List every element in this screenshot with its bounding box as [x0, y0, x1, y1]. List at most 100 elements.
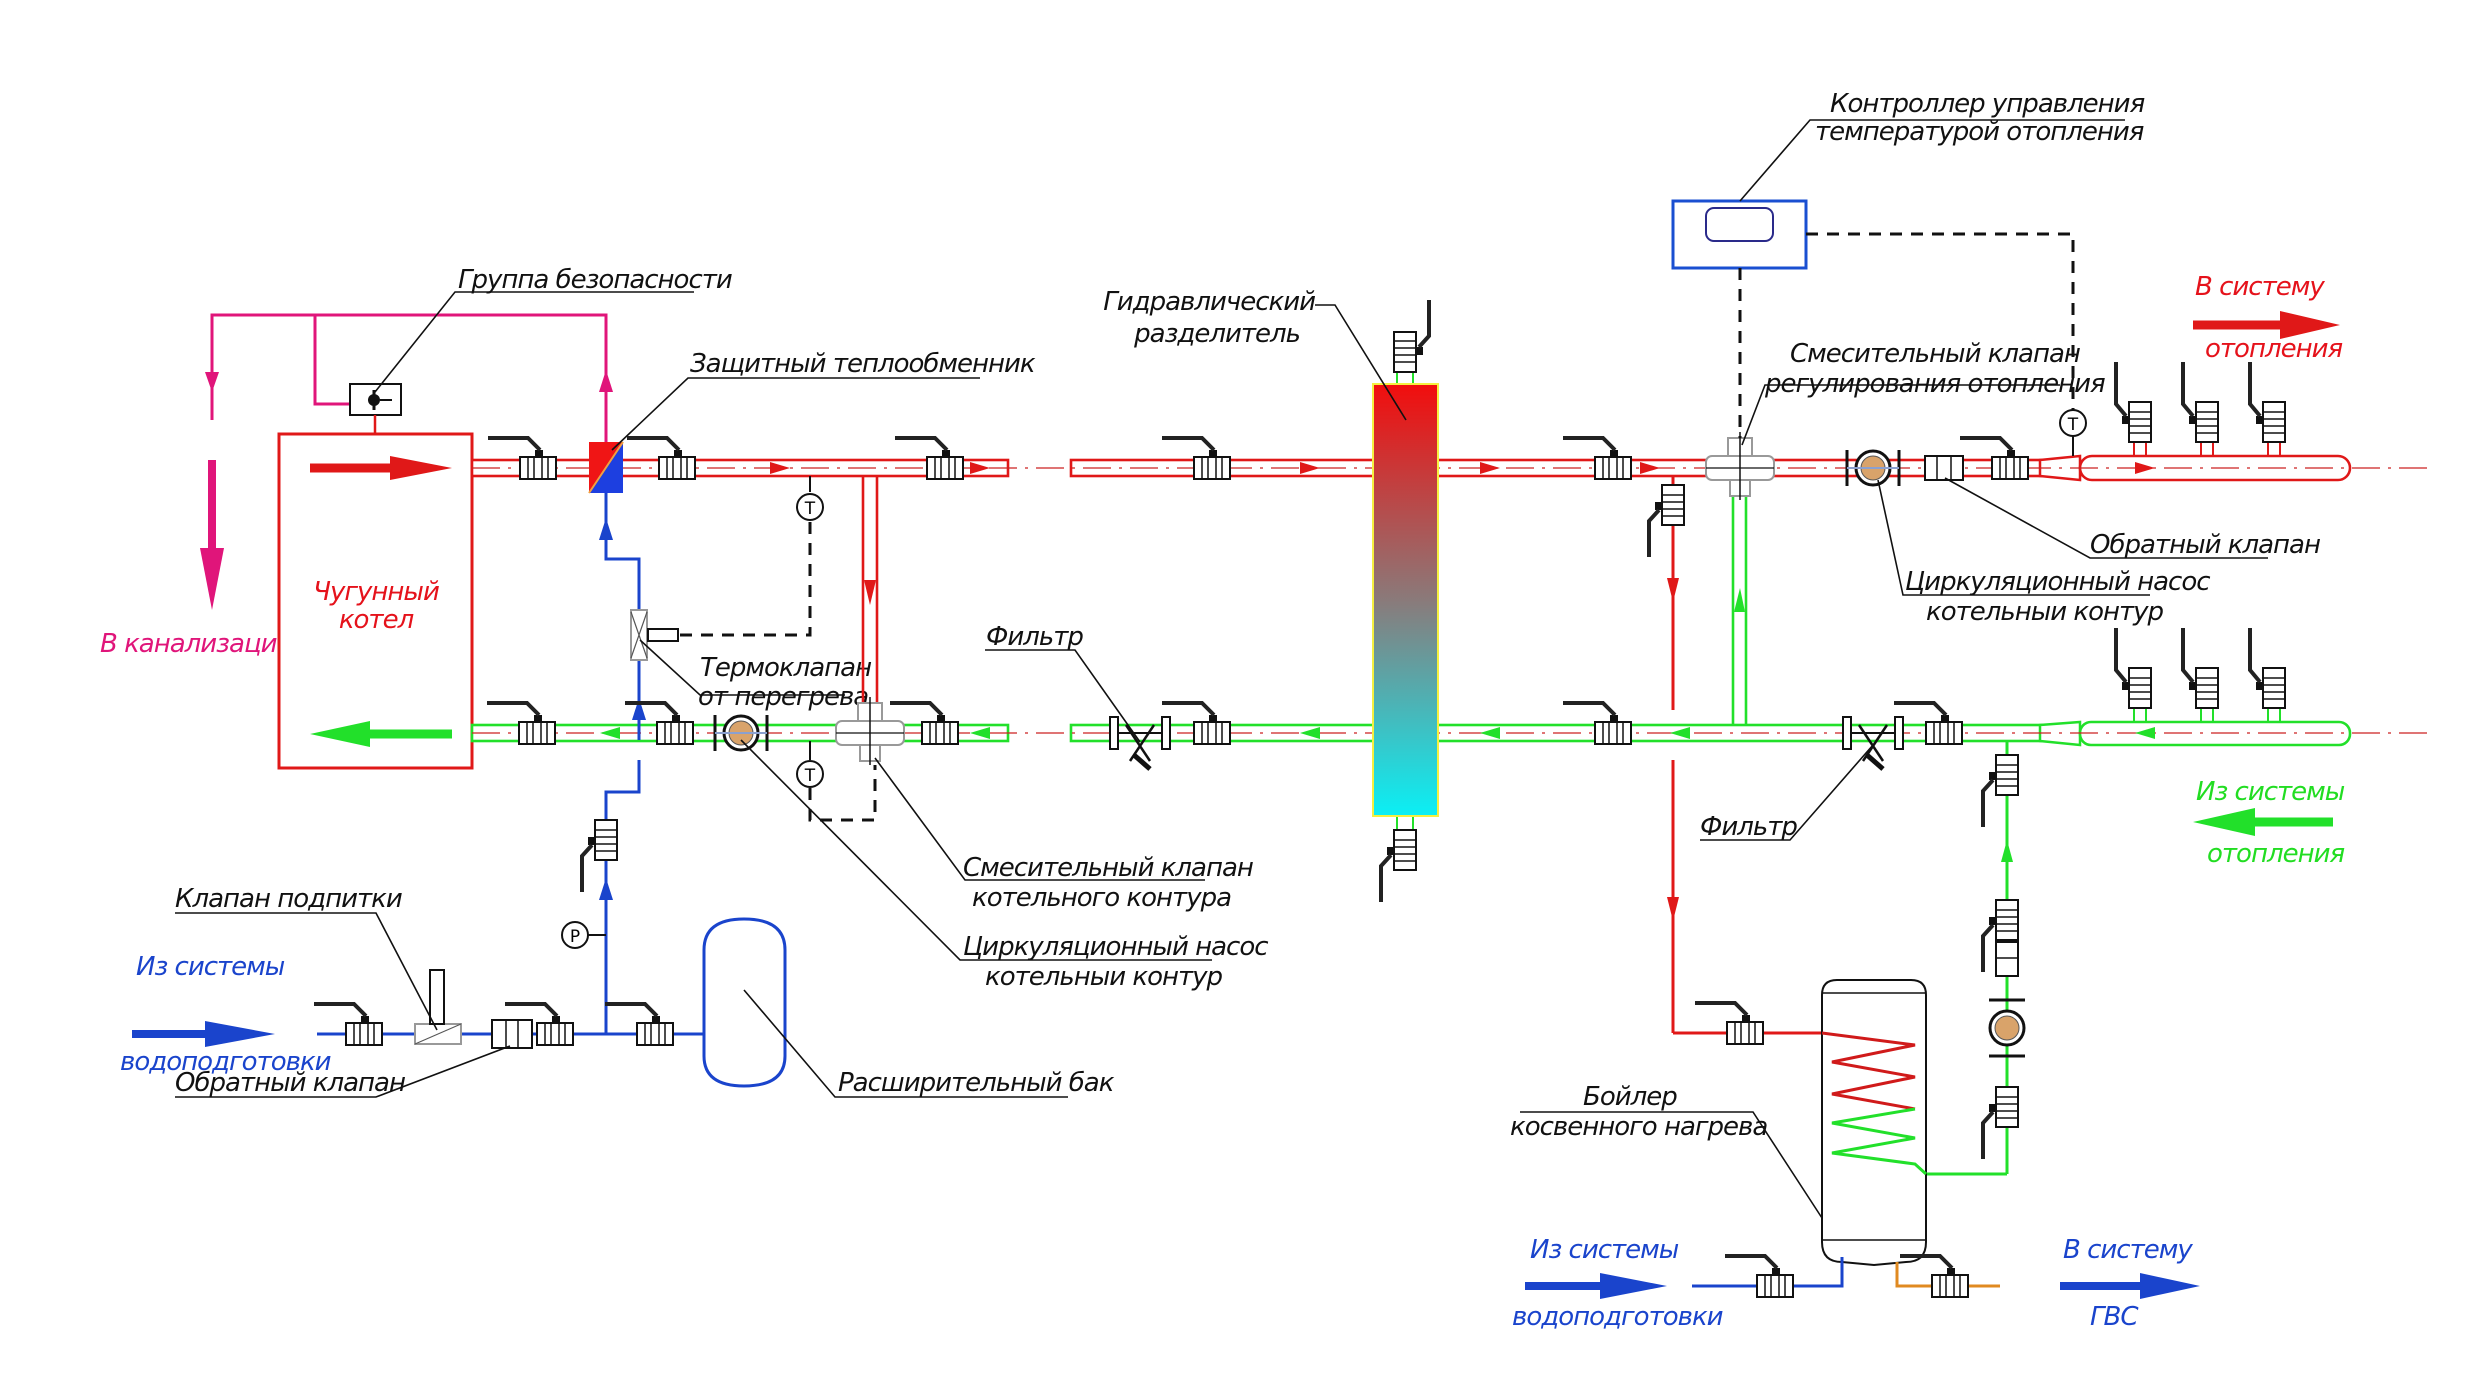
dhw-check-valve[interactable]	[1995, 941, 2019, 977]
controller-leader	[1739, 119, 2125, 202]
separator-drain-valve[interactable]	[1379, 828, 1418, 904]
boiler-pump-label-line2: котельныи контур	[985, 962, 1223, 992]
dhw-boiler-label-line1: Бойлер	[1583, 1082, 1677, 1112]
to-heating-line1: В систему	[2195, 272, 2325, 302]
separator-leader	[1315, 304, 1407, 421]
heating-mixing-valve[interactable]	[1705, 431, 1775, 501]
heating-pump-leader	[1877, 479, 2150, 596]
to-heating-indicator: В систему отопления	[2193, 272, 2343, 364]
svg-text:T: T	[804, 499, 816, 519]
from-heating-line2: отопления	[2207, 839, 2344, 869]
drain-label: В канализацию	[100, 629, 298, 659]
check-valve-left[interactable]	[491, 1019, 533, 1049]
expansion-tank-label: Расширительный бак	[838, 1068, 1115, 1098]
pressure-gauge: P	[561, 921, 606, 949]
boiler-pump-label-line1: Циркуляционный насос	[963, 932, 1268, 962]
heat-exchanger-label: Защитный теплообменник	[690, 349, 1036, 379]
thermo-valve[interactable]	[630, 609, 679, 661]
hydraulic-separator[interactable]	[1372, 355, 1439, 845]
heating-mixing-valve-label-line1: Смесительный клапан	[1790, 339, 2081, 369]
boiler-label-line2: котел	[339, 605, 414, 635]
boiler-bypass-pipe	[861, 476, 879, 710]
check-valve-left-leader	[175, 1045, 511, 1098]
makeup-source-indicator: Из системы водоподготовки	[120, 952, 332, 1077]
svg-text:P: P	[570, 927, 580, 947]
to-heating-arrow-icon	[2280, 311, 2340, 339]
controller-label-line1: Контроллер управления	[1830, 89, 2145, 119]
temp-sensor-supply: T	[796, 476, 824, 521]
svg-text:T: T	[2067, 415, 2079, 435]
dhw-cold-source-indicator: Из системы водоподготовки	[1512, 1235, 1724, 1332]
boiler-supply-arrow-icon	[390, 456, 452, 480]
dhw-cold-source-line2: водоподготовки	[1512, 1302, 1723, 1332]
dhw-return-valve-bottom[interactable]	[1981, 1085, 2020, 1161]
heating-mix-bypass	[1731, 490, 1748, 725]
controller-label-line2: температурой отопления	[1815, 117, 2144, 147]
from-heating-line1: Из системы	[2196, 777, 2345, 807]
drain-arrow-small-icon	[205, 372, 219, 392]
protective-heat-exchanger[interactable]	[588, 441, 624, 494]
supply-flow-arrows	[770, 462, 2155, 474]
mixing-valve-sensor-line	[808, 765, 877, 822]
filter-left-leader	[985, 649, 1141, 743]
heating-mixing-valve-label-line2: регулирования отопления	[1764, 369, 2105, 399]
separator-air-valve[interactable]	[1392, 298, 1431, 374]
to-dhw-indicator: В систему ГВС	[2060, 1235, 2200, 1332]
dhw-cold-inlet-pipe	[1692, 1257, 1844, 1288]
makeup-source-line2: водоподготовки	[120, 1047, 331, 1077]
boiler-circulation-pump[interactable]	[713, 713, 769, 753]
to-heating-line2: отопления	[2205, 334, 2342, 364]
thermo-valve-label-line1: Термоклапан	[700, 653, 872, 683]
dhw-boiler-leader	[1520, 1111, 1823, 1219]
svg-text:T: T	[804, 766, 816, 786]
thermo-valve-sensor-line	[680, 505, 812, 637]
boiler-pump-leader	[740, 739, 1212, 961]
controller-sensor-line	[1806, 232, 2075, 410]
boiler-return-arrow-icon	[310, 721, 370, 747]
expansion-tank-valve[interactable]	[603, 1002, 675, 1047]
check-valve-right-leader	[1944, 477, 2268, 559]
heat-exchanger-leader	[611, 377, 980, 451]
dhw-return-valve-top[interactable]	[1981, 753, 2020, 829]
makeup-arrow-icon	[205, 1021, 275, 1047]
makeup-inlet-valve[interactable]	[312, 1002, 384, 1047]
indirect-dhw-boiler[interactable]	[1821, 979, 1928, 1267]
safety-drain-lines	[200, 313, 613, 610]
dhw-cold-inlet-valve[interactable]	[1723, 1254, 1795, 1299]
thermo-valve-leader	[639, 639, 845, 696]
safety-group-label: Группа безопасности	[458, 265, 732, 295]
drain-arrow-icon	[200, 548, 224, 610]
to-dhw-arrow-icon	[2140, 1273, 2200, 1299]
makeup-valve-leader	[175, 912, 438, 1031]
from-heating-arrow-icon	[2193, 808, 2255, 836]
check-valve-right[interactable]	[1924, 455, 1964, 481]
dhw-cold-source-line1: Из системы	[1530, 1235, 1679, 1265]
dhw-coil-inlet-valve[interactable]	[1693, 1001, 1765, 1046]
expansion-tank-leader	[743, 989, 1068, 1098]
expansion-tank[interactable]	[702, 917, 787, 1088]
return-manifold-valves[interactable]	[2114, 626, 2287, 722]
relief-arrow-up-icon	[599, 370, 613, 392]
makeup-riser-valve[interactable]	[580, 818, 619, 894]
dhw-circulation-pump[interactable]	[1988, 998, 2026, 1058]
separator-label-line2: разделитель	[1133, 319, 1300, 349]
heating-circulation-pump[interactable]	[1845, 448, 1901, 488]
dhw-branch-valve[interactable]	[1647, 483, 1686, 559]
cast-iron-boiler[interactable]: Чугунный котел	[277, 432, 474, 770]
cooling-water-line	[599, 493, 646, 1034]
boiler-mixing-valve-leader	[874, 757, 1205, 881]
check-valve-left-label: Обратный клапан	[175, 1068, 406, 1098]
filter-right-leader	[1700, 744, 1874, 841]
to-dhw-line1: В систему	[2063, 1235, 2193, 1265]
heating-pump-label-line2: котельныи контур	[1926, 597, 2164, 627]
dhw-cold-arrow-icon	[1600, 1273, 1667, 1299]
makeup-valve[interactable]	[414, 969, 462, 1045]
supply-manifold-valves[interactable]	[2114, 360, 2287, 456]
to-dhw-line2: ГВС	[2090, 1302, 2139, 1332]
safety-group-leader	[374, 291, 694, 393]
filter-right-label: Фильтр	[1700, 812, 1797, 842]
temp-sensor-return: T	[796, 741, 824, 788]
heating-controller[interactable]	[1671, 199, 1808, 270]
safety-group[interactable]	[349, 383, 402, 434]
